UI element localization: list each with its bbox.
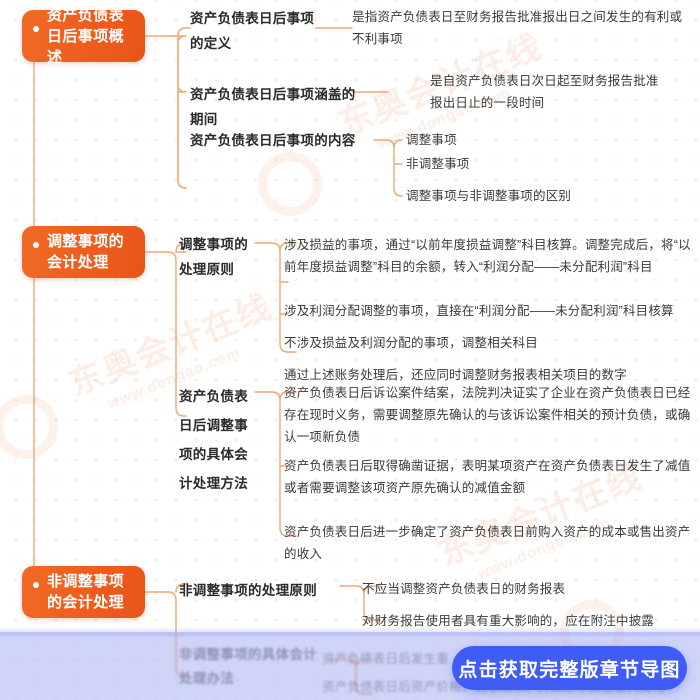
subnode-content[interactable]: 资产负债表日后事项的内容 — [190, 133, 356, 148]
subnode-nonadjusting-methods[interactable]: 非调整事项的具体会计处理办法 — [179, 647, 317, 686]
leaf-method-litigation: 资产负债表日后诉讼案件结案，法院判决证实了企业在资产负债表日已经存在现时义务，需… — [284, 386, 691, 444]
leaf-method-cost-or-revenue: 资产负债表日后进一步确定了资产负债表日前购入资产的成本或售出资产的收入 — [284, 525, 691, 561]
leaf-principle-other-accounts: 不涉及损益及利润分配的事项，调整相关科目 — [284, 336, 539, 350]
branch-node-label: 非调整事项的会计处理 — [47, 573, 125, 611]
bullet-dot-icon — [33, 26, 39, 32]
branch-node-label: 调整事项的会计处理 — [47, 233, 125, 271]
branch-node-label: 资产负债表日后事项概述 — [47, 6, 125, 66]
subnode-specific-methods[interactable]: 资产负债表日后调整事项的具体会计处理方法 — [179, 389, 248, 491]
leaf-content-adjusting: 调整事项 — [406, 133, 457, 147]
bullet-dot-icon — [33, 582, 39, 588]
leaf-content-nonadjusting: 非调整事项 — [406, 157, 470, 171]
leaf-principle-profit-distribution: 涉及利润分配调整的事项，直接在“利润分配——未分配利润”科目核算 — [284, 304, 674, 318]
branch-node-adjusting[interactable]: 调整事项的会计处理 — [22, 226, 145, 278]
leaf-period-text: 是自资产负债表日次日起至财务报告批准报出日止的一段时间 — [430, 74, 659, 110]
subnode-nonadjusting-principles[interactable]: 非调整事项的处理原则 — [179, 583, 317, 598]
leaf-principle-profit-loss: 涉及损益的事项，通过“以前年度损益调整”科目核算。调整完成后，将“以前年度损益调… — [284, 238, 691, 274]
get-full-chapter-map-button[interactable]: 点击获取完整版章节导图 — [452, 646, 687, 690]
subnode-adjusting-principles[interactable]: 调整事项的处理原则 — [179, 237, 248, 277]
leaf-principle-statement-figures: 通过上述账务处理后，还应同时调整财务报表相关项目的数字 — [284, 368, 627, 382]
leaf-nonadjust-disclose: 对财务报告使用者具有重大影响的，应在附注中披露 — [362, 614, 655, 628]
branch-node-overview[interactable]: 资产负债表日后事项概述 — [22, 7, 145, 66]
subnode-definition[interactable]: 资产负债表日后事项的定义 — [190, 11, 315, 51]
cta-label: 点击获取完整版章节导图 — [458, 659, 681, 681]
subnode-period[interactable]: 资产负债表日后事项涵盖的期间 — [190, 87, 356, 127]
bullet-dot-icon — [33, 242, 39, 248]
branch-node-nonadjusting[interactable]: 非调整事项的会计处理 — [22, 566, 145, 618]
leaf-content-difference: 调整事项与非调整事项的区别 — [406, 189, 572, 203]
leaf-definition-text: 是指资产负债表日至财务报告批准报出日之间发生的有利或不利事项 — [352, 10, 683, 46]
leaf-nonadjust-no-restate: 不应当调整资产负债表日的财务报表 — [362, 582, 566, 596]
leaf-method-impairment: 资产负债表日后取得确凿证据，表明某项资产在资产负债表日发生了减值或者需要调整该项… — [284, 459, 691, 495]
